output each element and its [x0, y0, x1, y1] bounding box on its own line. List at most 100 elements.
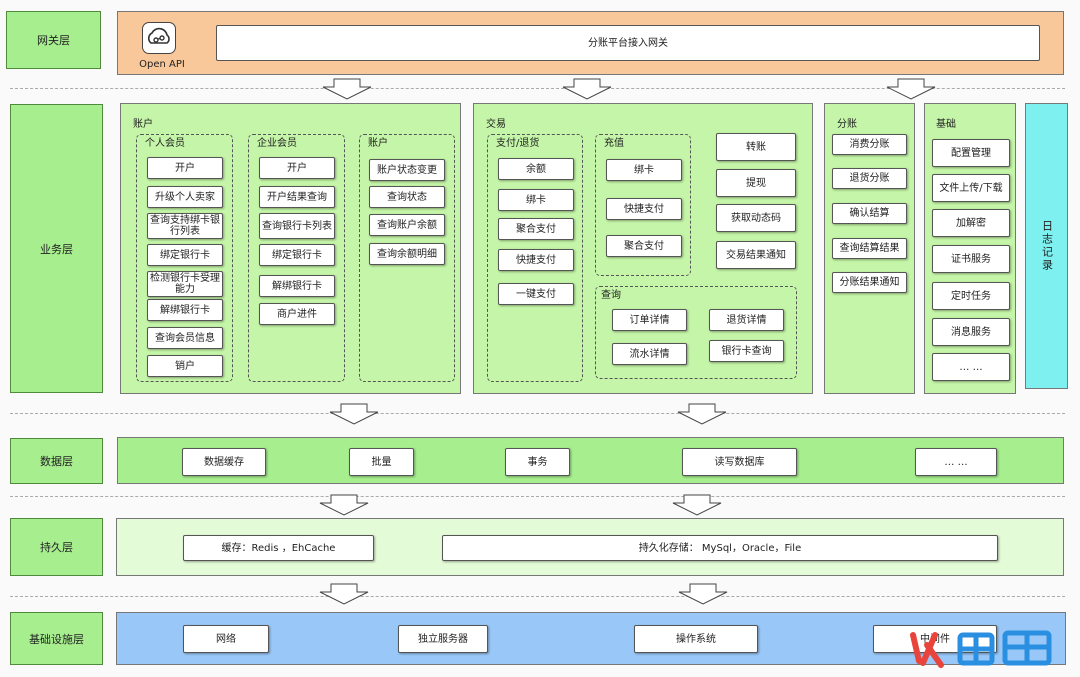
split-query-settle-result-button[interactable]: 查询结算结果 — [832, 238, 907, 259]
recharge-group: 充值 绑卡 快捷支付 聚合支付 — [595, 134, 691, 276]
split-confirm-settle-button[interactable]: 确认结算 — [832, 203, 907, 224]
data-transaction-button[interactable]: 事务 — [505, 448, 570, 476]
log-record-bar: 日志记录 — [1025, 103, 1068, 389]
layer-label-infrastructure: 基础设施层 — [10, 612, 103, 665]
pay-aggregate-button[interactable]: 聚合支付 — [498, 218, 574, 240]
gateway-panel: Open API 分账平台接入网关 — [117, 11, 1064, 75]
recharge-title: 充值 — [604, 138, 624, 149]
log-record-label: 日志记录 — [1040, 220, 1054, 272]
get-dynamic-code-button[interactable]: 获取动态码 — [716, 204, 796, 232]
enterprise-bind-card-button[interactable]: 绑定银行卡 — [259, 244, 335, 266]
personal-open-button[interactable]: 开户 — [147, 157, 223, 179]
layer-label-business: 业务层 — [10, 104, 103, 393]
encrypt-decrypt-button[interactable]: 加解密 — [932, 209, 1010, 237]
base-panel: 基础 配置管理 文件上传/下载 加解密 证书服务 定时任务 消息服务 … … — [924, 103, 1016, 394]
withdraw-button[interactable]: 提现 — [716, 169, 796, 197]
pay-balance-button[interactable]: 余额 — [498, 158, 574, 180]
query-order-detail-button[interactable]: 订单详情 — [612, 309, 687, 331]
recharge-aggregate-pay-button[interactable]: 聚合支付 — [606, 235, 682, 257]
enterprise-open-result-button[interactable]: 开户结果查询 — [259, 186, 335, 208]
personal-close-account-button[interactable]: 销户 — [147, 355, 223, 377]
persistence-panel: 缓存：Redis ，EhCache 持久化存储： MySql，Oracle，Fi… — [116, 518, 1064, 576]
separator — [10, 88, 1065, 89]
layer-label-persistence: 持久层 — [10, 518, 103, 576]
personal-upgrade-seller-button[interactable]: 升级个人卖家 — [147, 186, 223, 208]
personal-member-group: 个人会员 开户 升级个人卖家 查询支持绑卡银行列表 绑定银行卡 检测银行卡受理能… — [136, 134, 233, 382]
enterprise-open-button[interactable]: 开户 — [259, 157, 335, 179]
query-refund-detail-button[interactable]: 退货详情 — [709, 309, 784, 331]
infra-network-button[interactable]: 网络 — [183, 625, 269, 653]
split-panel: 分账 消费分账 退货分账 确认结算 查询结算结果 分账结果通知 — [824, 103, 915, 394]
data-cache-button[interactable]: 数据缓存 — [182, 448, 266, 476]
enterprise-merchant-onboard-button[interactable]: 商户进件 — [259, 303, 335, 325]
infrastructure-panel: 网络 独立服务器 操作系统 中间件 — [116, 612, 1066, 665]
base-title: 基础 — [936, 119, 956, 130]
split-title: 分账 — [837, 119, 857, 130]
trade-title: 交易 — [486, 119, 506, 130]
pay-refund-group: 支付/退货 余额 绑卡 聚合支付 快捷支付 一键支付 — [487, 134, 583, 382]
pay-refund-title: 支付/退货 — [496, 138, 540, 149]
account-status-change-button[interactable]: 账户状态变更 — [369, 159, 445, 181]
recharge-quick-pay-button[interactable]: 快捷支付 — [606, 198, 682, 220]
personal-check-card-button[interactable]: 检测银行卡受理能力 — [147, 271, 223, 297]
config-management-button[interactable]: 配置管理 — [932, 139, 1010, 167]
split-refund-button[interactable]: 退货分账 — [832, 168, 907, 189]
cache-redis-ehcache-button[interactable]: 缓存：Redis ，EhCache — [183, 535, 374, 561]
query-flow-detail-button[interactable]: 流水详情 — [612, 343, 687, 365]
account-panel: 账户 个人会员 开户 升级个人卖家 查询支持绑卡银行列表 绑定银行卡 检测银行卡… — [120, 103, 461, 394]
data-batch-button[interactable]: 批量 — [349, 448, 414, 476]
personal-query-info-button[interactable]: 查询会员信息 — [147, 327, 223, 349]
scheduled-task-button[interactable]: 定时任务 — [932, 282, 1010, 310]
split-consume-button[interactable]: 消费分账 — [832, 134, 907, 155]
pay-one-click-button[interactable]: 一键支付 — [498, 283, 574, 305]
split-result-notify-button[interactable]: 分账结果通知 — [832, 272, 907, 293]
account-query-status-button[interactable]: 查询状态 — [369, 186, 445, 208]
down-arrow-icon — [319, 583, 369, 605]
enterprise-member-title: 企业会员 — [257, 138, 297, 149]
recharge-bind-card-button[interactable]: 绑卡 — [606, 159, 682, 181]
trade-result-notify-button[interactable]: 交易结果通知 — [716, 241, 796, 269]
transfer-button[interactable]: 转账 — [716, 133, 796, 161]
separator — [10, 596, 1065, 597]
pay-bind-card-button[interactable]: 绑卡 — [498, 189, 574, 211]
pay-quick-button[interactable]: 快捷支付 — [498, 249, 574, 271]
message-service-button[interactable]: 消息服务 — [932, 318, 1010, 346]
down-arrow-icon — [677, 403, 727, 425]
openapi-icon — [142, 22, 176, 54]
down-arrow-icon — [562, 78, 612, 100]
openapi-label: Open API — [139, 59, 185, 70]
down-arrow-icon — [329, 403, 379, 425]
enterprise-unbind-card-button[interactable]: 解绑银行卡 — [259, 275, 335, 297]
account-query-balance-button[interactable]: 查询账户余额 — [369, 214, 445, 236]
data-panel: 数据缓存 批量 事务 读写数据库 … … — [117, 437, 1064, 484]
down-arrow-icon — [886, 78, 936, 100]
query-title: 查询 — [601, 290, 621, 301]
account-title: 账户 — [133, 119, 153, 130]
infra-os-button[interactable]: 操作系统 — [634, 625, 758, 653]
personal-bind-card-button[interactable]: 绑定银行卡 — [147, 244, 223, 266]
file-upload-download-button[interactable]: 文件上传/下载 — [932, 174, 1010, 202]
base-more-button[interactable]: … … — [932, 353, 1010, 381]
data-more-button[interactable]: … … — [915, 448, 997, 476]
gateway-entry: 分账平台接入网关 — [216, 25, 1040, 61]
account-sub-title: 账户 — [368, 138, 388, 149]
down-arrow-icon — [678, 583, 728, 605]
persistent-storage-button[interactable]: 持久化存储： MySql，Oracle，File — [442, 535, 998, 561]
down-arrow-icon — [322, 78, 372, 100]
layer-label-gateway: 网关层 — [6, 11, 101, 69]
layer-label-data: 数据层 — [10, 438, 103, 484]
query-group: 查询 订单详情 退货详情 流水详情 银行卡查询 — [595, 286, 797, 379]
down-arrow-icon — [319, 494, 369, 516]
account-query-balance-detail-button[interactable]: 查询余额明细 — [369, 243, 445, 265]
query-bank-card-button[interactable]: 银行卡查询 — [709, 340, 784, 362]
enterprise-query-card-list-button[interactable]: 查询银行卡列表 — [259, 213, 335, 239]
account-sub-group: 账户 账户状态变更 查询状态 查询账户余额 查询余额明细 — [359, 134, 455, 382]
separator — [10, 413, 1065, 414]
enterprise-member-group: 企业会员 开户 开户结果查询 查询银行卡列表 绑定银行卡 解绑银行卡 商户进件 — [248, 134, 345, 382]
personal-query-bank-list-button[interactable]: 查询支持绑卡银行列表 — [147, 213, 223, 239]
infra-server-button[interactable]: 独立服务器 — [398, 625, 488, 653]
data-rw-db-button[interactable]: 读写数据库 — [682, 448, 797, 476]
certificate-service-button[interactable]: 证书服务 — [932, 245, 1010, 273]
trade-panel: 交易 支付/退货 余额 绑卡 聚合支付 快捷支付 一键支付 充值 绑卡 快捷支付… — [473, 103, 813, 394]
personal-unbind-card-button[interactable]: 解绑银行卡 — [147, 299, 223, 321]
